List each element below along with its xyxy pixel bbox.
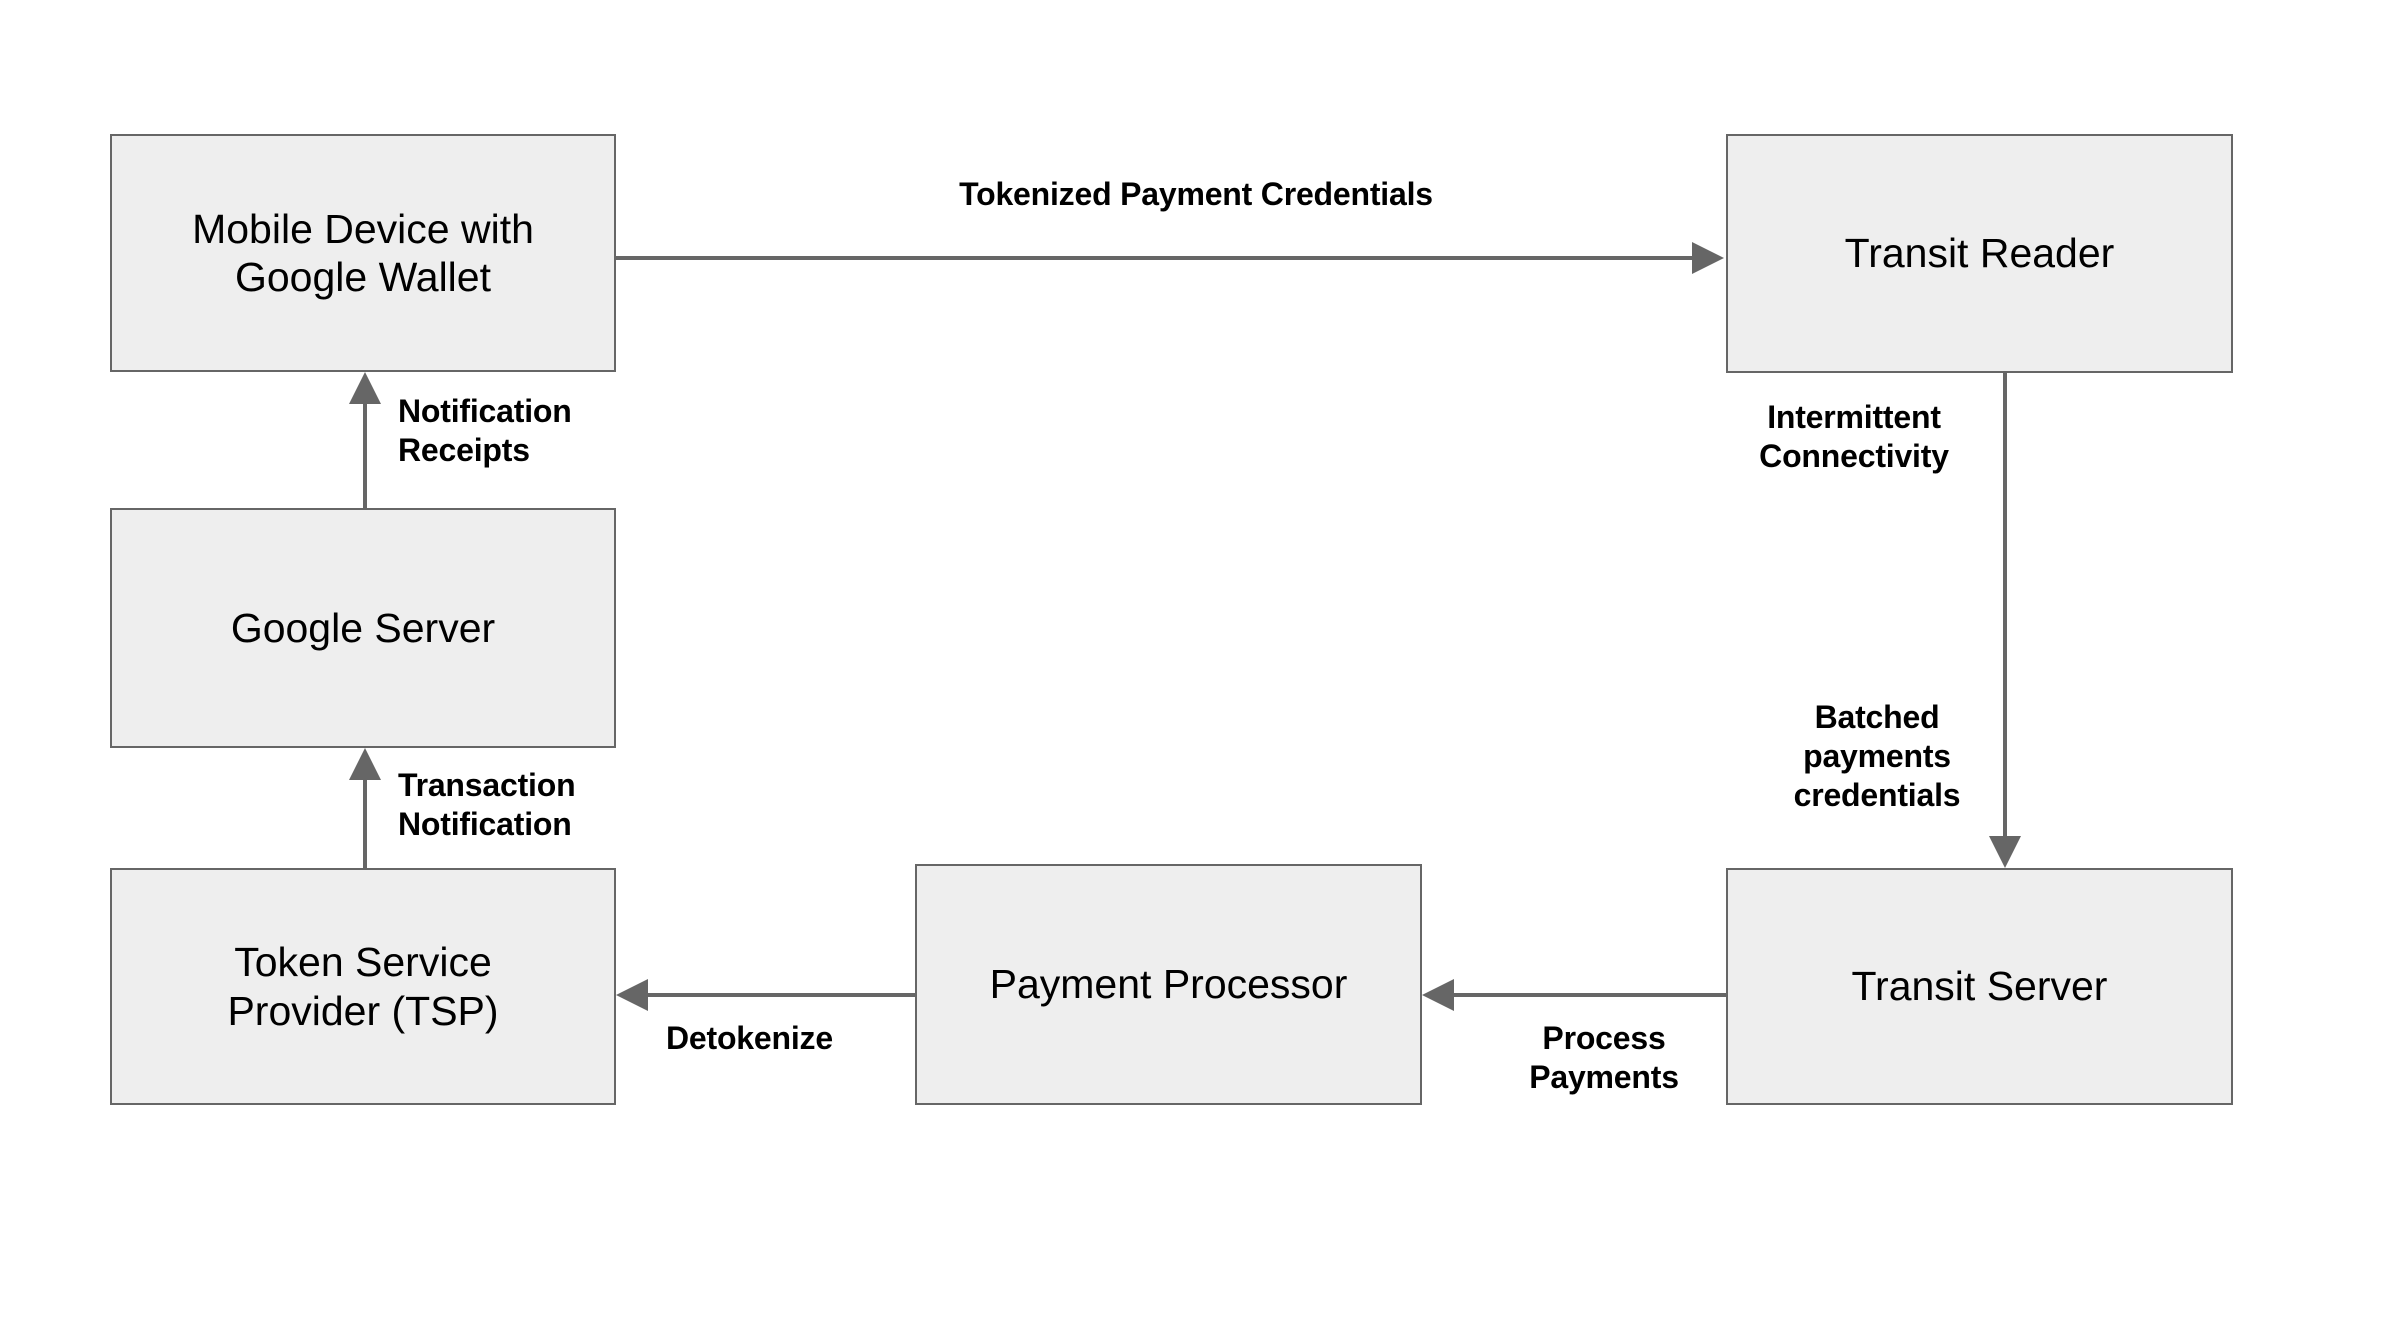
node-mobile-device-with-google-wallet[interactable]: Mobile Device with Google Wallet — [110, 134, 616, 372]
edge-mobile-to-reader — [616, 242, 1724, 274]
edge-tsp-to-server — [349, 748, 381, 868]
edge-label-transaction-notification: Transaction Notification — [398, 767, 576, 843]
edge-label-detokenize: Detokenize — [666, 1020, 833, 1056]
edge-label-batched-payments-credentials: Batched payments credentials — [1793, 699, 1961, 814]
edge-label-intermittent-connectivity: Intermittent Connectivity — [1759, 399, 1949, 475]
node-token-service-provider[interactable]: Token Service Provider (TSP) — [110, 868, 616, 1105]
node-google-server[interactable]: Google Server — [110, 508, 616, 748]
edge-transit-server-to-processor — [1422, 979, 1726, 1011]
edge-label-notification-receipts: Notification Receipts — [398, 393, 572, 469]
edge-server-to-mobile — [349, 372, 381, 508]
edge-label-tokenized-payment-credentials: Tokenized Payment Credentials — [959, 176, 1433, 212]
edge-label-process-payments: Process Payments — [1529, 1020, 1679, 1096]
node-payment-processor[interactable]: Payment Processor — [915, 864, 1422, 1105]
node-transit-reader[interactable]: Transit Reader — [1726, 134, 2233, 373]
edge-processor-to-tsp — [616, 979, 915, 1011]
node-transit-server[interactable]: Transit Server — [1726, 868, 2233, 1105]
